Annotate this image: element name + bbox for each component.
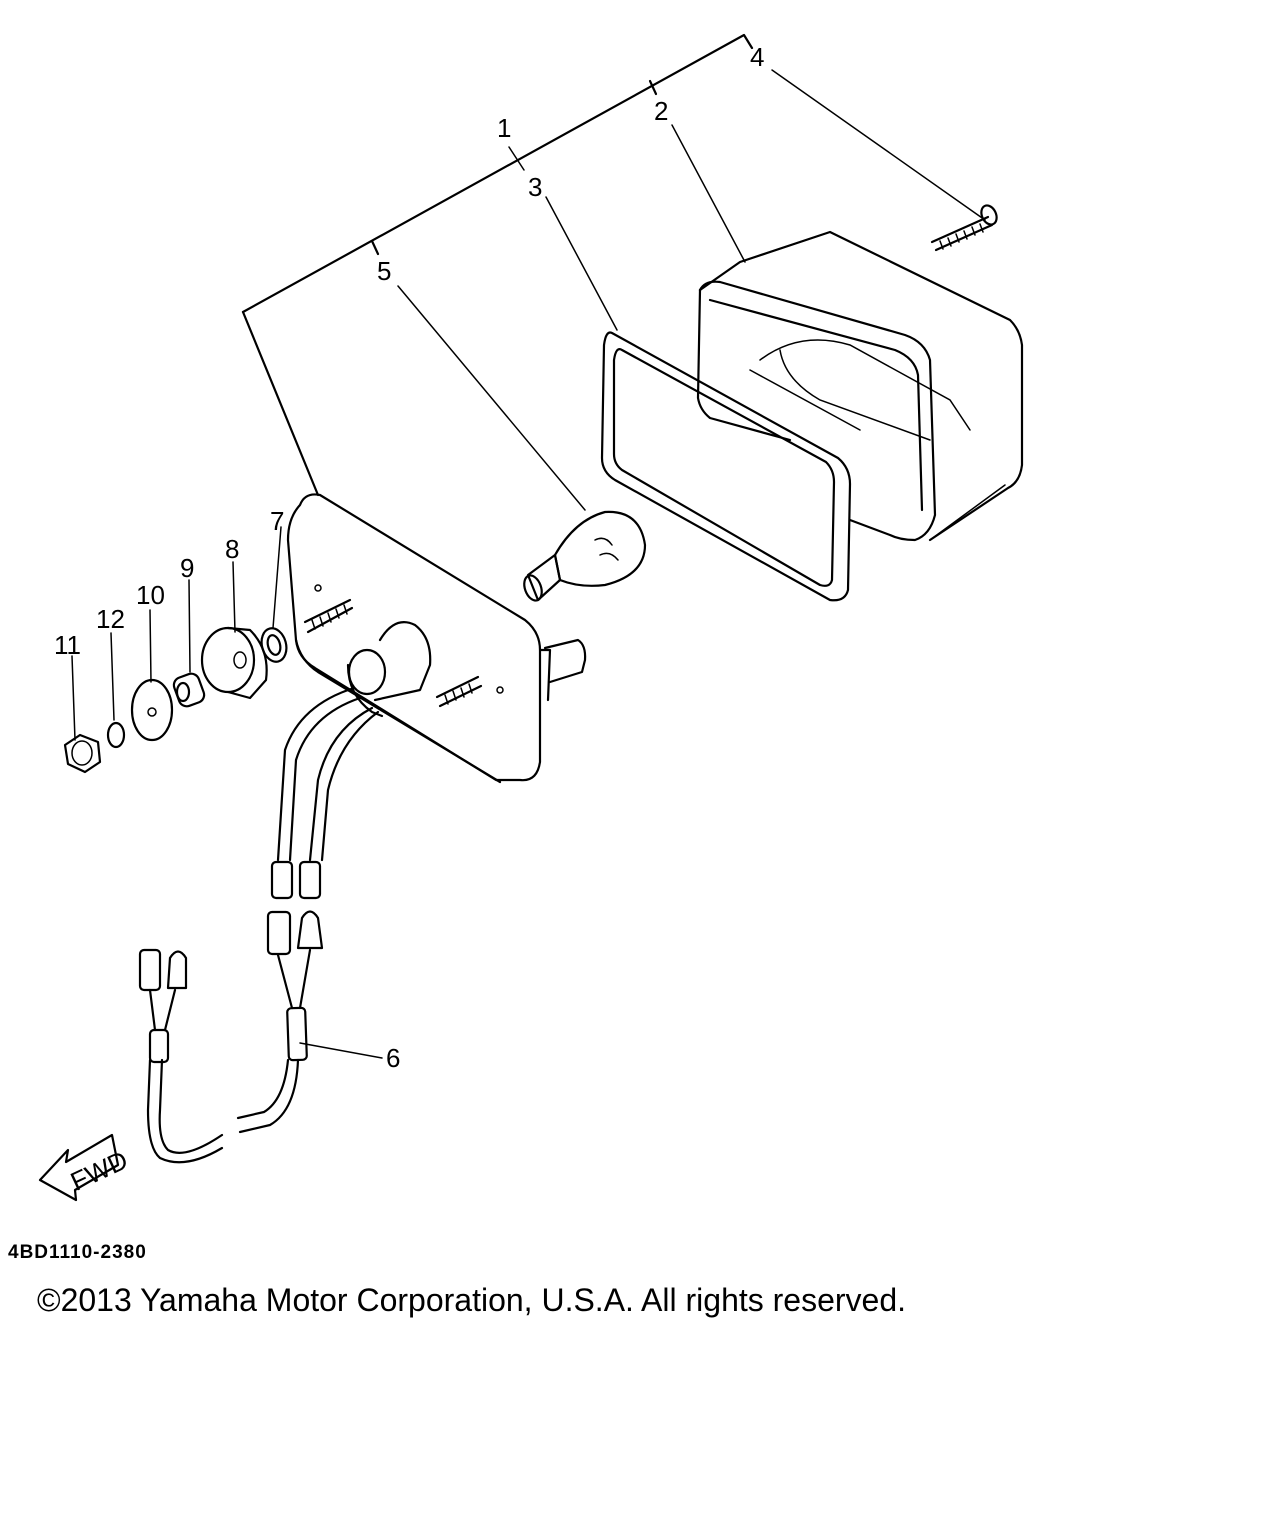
gasket-part-3 bbox=[600, 331, 852, 602]
callout-10: 10 bbox=[136, 580, 165, 610]
assembly-bracket-lines bbox=[241, 33, 754, 497]
grommet-part-8 bbox=[200, 626, 268, 700]
callout-1: 1 bbox=[497, 113, 511, 143]
callout-12: 12 bbox=[96, 604, 125, 634]
fwd-label: FWD bbox=[66, 1145, 132, 1197]
lens-part-2 bbox=[696, 230, 1024, 542]
leader-lines bbox=[71, 69, 986, 1059]
copyright-notice: ©2013 Yamaha Motor Corporation, U.S.A. A… bbox=[37, 1282, 907, 1318]
screw-part-4 bbox=[930, 204, 998, 252]
lamp-base-part-1 bbox=[286, 493, 587, 784]
callout-7: 7 bbox=[270, 506, 284, 536]
hardware-parts bbox=[63, 626, 288, 774]
callout-3: 3 bbox=[528, 172, 542, 202]
callout-4: 4 bbox=[750, 42, 764, 72]
callout-9: 9 bbox=[180, 553, 194, 583]
callout-2: 2 bbox=[654, 96, 668, 126]
washer-part-10 bbox=[130, 678, 174, 742]
callout-8: 8 bbox=[225, 534, 239, 564]
forward-direction-arrow: FWD bbox=[38, 1133, 132, 1202]
bulb-part-5 bbox=[523, 510, 647, 602]
collar-part-9 bbox=[172, 672, 206, 708]
callout-6: 6 bbox=[386, 1043, 400, 1073]
diagram-code: 4BD1110-2380 bbox=[8, 1242, 147, 1263]
callout-numbers: 1 2 3 4 5 6 7 8 9 10 11 12 bbox=[54, 42, 764, 1073]
washer-part-12 bbox=[106, 721, 126, 749]
wiring-harness-part-6 bbox=[138, 686, 380, 1164]
callout-5: 5 bbox=[377, 256, 391, 286]
nut-part-11 bbox=[63, 733, 102, 774]
washer-part-7 bbox=[260, 627, 288, 663]
callout-11: 11 bbox=[54, 630, 81, 660]
